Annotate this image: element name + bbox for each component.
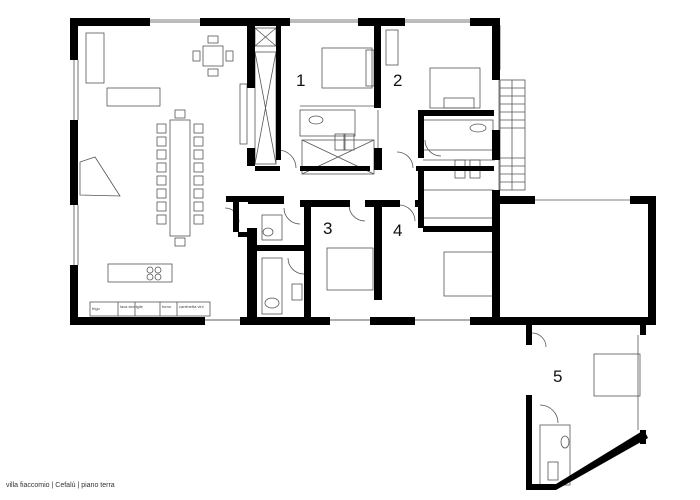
dining-table — [169, 119, 191, 237]
bed-room-5 — [593, 353, 641, 397]
room-label-4: 4 — [393, 221, 402, 240]
bed-room-3 — [326, 247, 374, 291]
label-lavastoviglie: lava stoviglie — [120, 304, 144, 309]
bed-room-2 — [429, 67, 481, 109]
staircase — [499, 79, 526, 191]
room-label-2: 2 — [393, 71, 402, 90]
label-cantinetta: cantinetta vini — [179, 304, 204, 309]
label-forno: forno — [162, 304, 172, 309]
sofa-top — [85, 32, 105, 84]
sofa-bottom — [106, 87, 161, 107]
room-label-5: 5 — [553, 367, 562, 386]
dining-chairs — [156, 109, 204, 247]
room-label-1: 1 — [296, 71, 305, 90]
kitchen-counter — [89, 301, 211, 317]
kitchen-island — [107, 263, 173, 283]
room-label-3: 3 — [323, 219, 332, 238]
square-table — [202, 45, 224, 67]
label-frigo: frigo — [92, 306, 101, 311]
fireplace — [79, 156, 121, 197]
plan-caption: villa fiaccomio | Cefalù | piano terra — [6, 482, 115, 489]
bed-room-1 — [321, 47, 373, 89]
bed-room-4 — [443, 251, 495, 297]
